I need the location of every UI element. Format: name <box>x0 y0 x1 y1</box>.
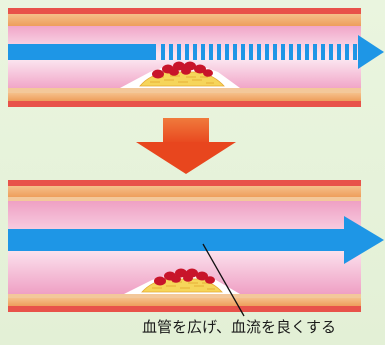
vessel-narrowed <box>8 8 384 107</box>
flow-arrow-dashed <box>161 44 357 60</box>
vessel-wall-bottom-outer <box>8 101 361 107</box>
vessel-wall-top-inner <box>8 14 361 26</box>
vessel-wall-top-edge <box>8 197 361 201</box>
transition-arrow <box>136 118 236 174</box>
vessel-wall-top-outer <box>8 180 361 186</box>
flow-arrow-head <box>358 35 384 69</box>
vessel-wall-bottom-mid <box>8 93 361 101</box>
plaque-blood-cells <box>154 268 215 286</box>
plaque-blood-cells <box>152 61 213 79</box>
caption-leader-line <box>202 243 245 317</box>
vessel-wall-top-inner <box>8 186 361 197</box>
vessel-widened <box>8 180 384 312</box>
vessel-wall-bottom-mid <box>8 298 361 306</box>
vessel-wall-bottom-inner <box>8 88 361 93</box>
vessel-wall-top-outer <box>8 8 361 14</box>
flow-arrow-solid <box>8 44 156 60</box>
vessel-wall-bottom-inner <box>8 294 361 298</box>
flow-arrow-solid <box>8 229 348 251</box>
flow-arrow-head <box>344 216 384 264</box>
diagram-caption: 血管を広げ、血流を良くする <box>142 318 336 336</box>
vessel-wall-bottom-outer <box>8 306 361 312</box>
